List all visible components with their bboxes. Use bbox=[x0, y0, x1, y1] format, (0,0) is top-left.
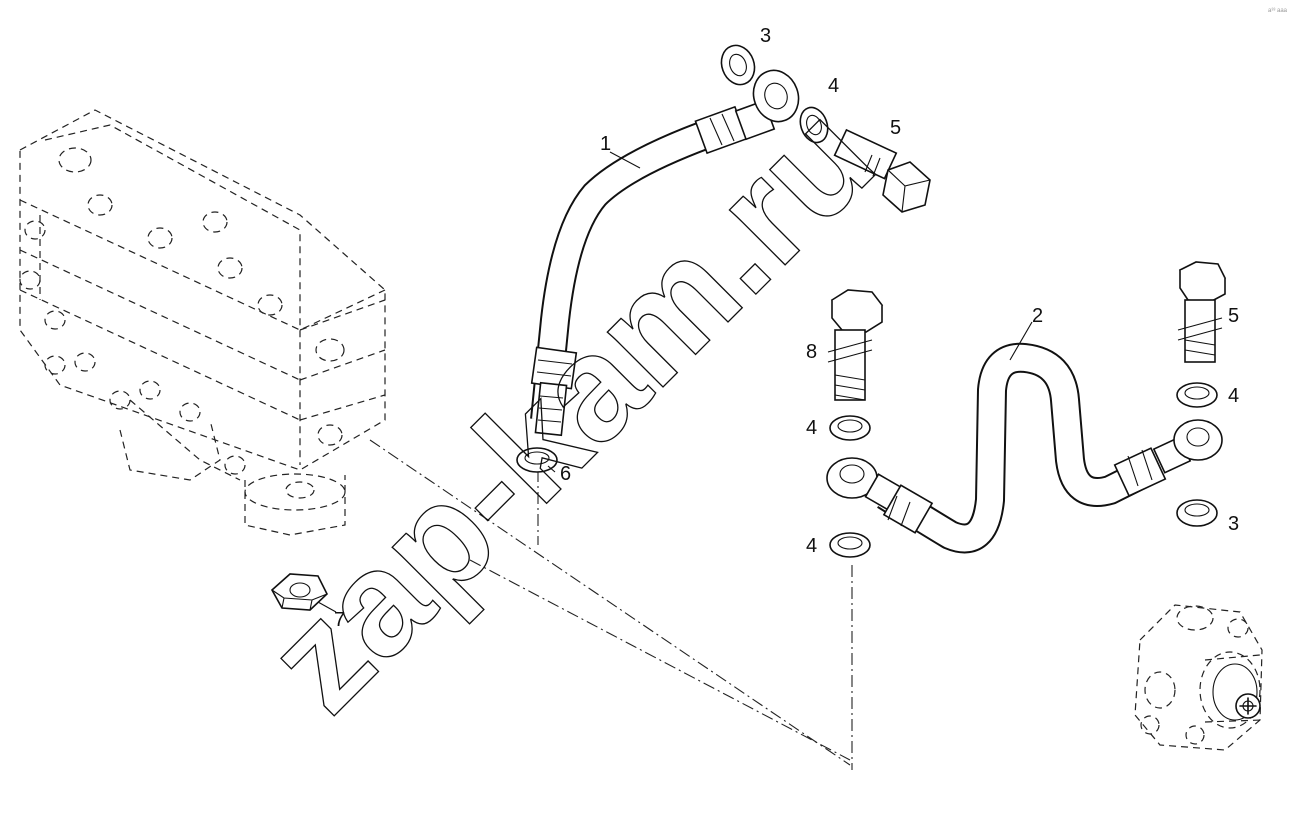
washer-3-top bbox=[720, 44, 756, 86]
callout-bolt-8: 8 bbox=[806, 341, 817, 363]
callout-washer-4-right: 4 bbox=[1228, 385, 1239, 407]
reference-lines bbox=[369, 439, 853, 770]
nut-7 bbox=[270, 573, 328, 611]
washer-6 bbox=[516, 447, 558, 473]
hose-2 bbox=[826, 342, 1223, 554]
callout-washer-4-low: 4 bbox=[806, 535, 817, 557]
callout-nut-7: 7 bbox=[334, 609, 345, 631]
callout-hose-2: 2 bbox=[1032, 305, 1043, 327]
callout-washer-3-top: 3 bbox=[760, 25, 771, 47]
leader-lines bbox=[317, 151, 1033, 613]
callout-washer-6: 6 bbox=[560, 463, 571, 485]
bolt-8 bbox=[827, 289, 884, 401]
corner-mark: a³³ aaa bbox=[1268, 8, 1288, 14]
washer-4-right bbox=[1176, 382, 1218, 408]
callout-hose-1: 1 bbox=[600, 133, 611, 155]
washer-3-right bbox=[1176, 499, 1218, 527]
callout-bolt-5-top: 5 bbox=[890, 117, 901, 139]
callout-washer-4-top: 4 bbox=[828, 75, 839, 97]
washer-4-low bbox=[829, 532, 871, 558]
bolt-5-top bbox=[833, 128, 931, 213]
washer-4-mid bbox=[829, 415, 871, 441]
callout-bolt-5-right: 5 bbox=[1228, 305, 1239, 327]
engine-block bbox=[19, 109, 386, 536]
fuel-pump bbox=[1134, 604, 1263, 751]
hose-1 bbox=[530, 69, 800, 437]
callout-washer-4-mid: 4 bbox=[806, 417, 817, 439]
watermark: zap-kam.ru bbox=[236, 73, 905, 742]
bolt-5-right bbox=[1177, 261, 1227, 363]
washer-4-top bbox=[799, 106, 829, 144]
callout-washer-3-right: 3 bbox=[1228, 513, 1239, 535]
